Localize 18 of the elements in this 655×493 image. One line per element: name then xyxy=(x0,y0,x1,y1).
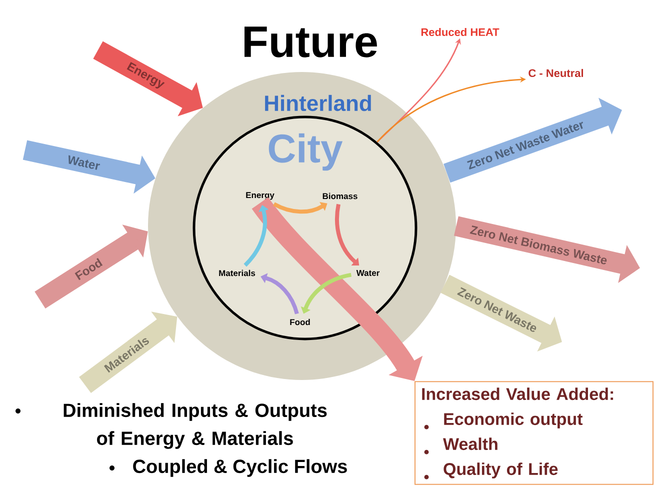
bullet-point: Diminished Inputs & Outputs of Energy & Materials xyxy=(64,403,327,449)
output-label: Reduced HEAT xyxy=(421,28,500,36)
title: Future xyxy=(244,26,377,58)
edge-label: Zero Net Waste Water xyxy=(465,118,586,171)
cycle-label: Water xyxy=(356,270,380,276)
arrow xyxy=(335,204,360,266)
cycle-label: Biomass xyxy=(322,192,358,200)
edge-label: Water xyxy=(66,154,102,172)
edge-label: Zero Net Biomass Waste xyxy=(468,224,610,266)
arrow xyxy=(273,202,328,214)
cycle-label: Energy xyxy=(246,192,274,200)
output-label: C - Neutral xyxy=(528,68,584,78)
flow-arrow xyxy=(34,224,148,308)
flow-arrow xyxy=(79,312,178,394)
cycle-label: Food xyxy=(290,318,310,326)
cycle-label: Materials xyxy=(219,270,256,276)
value-box: Increased Value Added: Economic output Wealth Quality of Life xyxy=(414,381,654,485)
bullet-point: Coupled & Cyclic Flows xyxy=(133,459,347,477)
